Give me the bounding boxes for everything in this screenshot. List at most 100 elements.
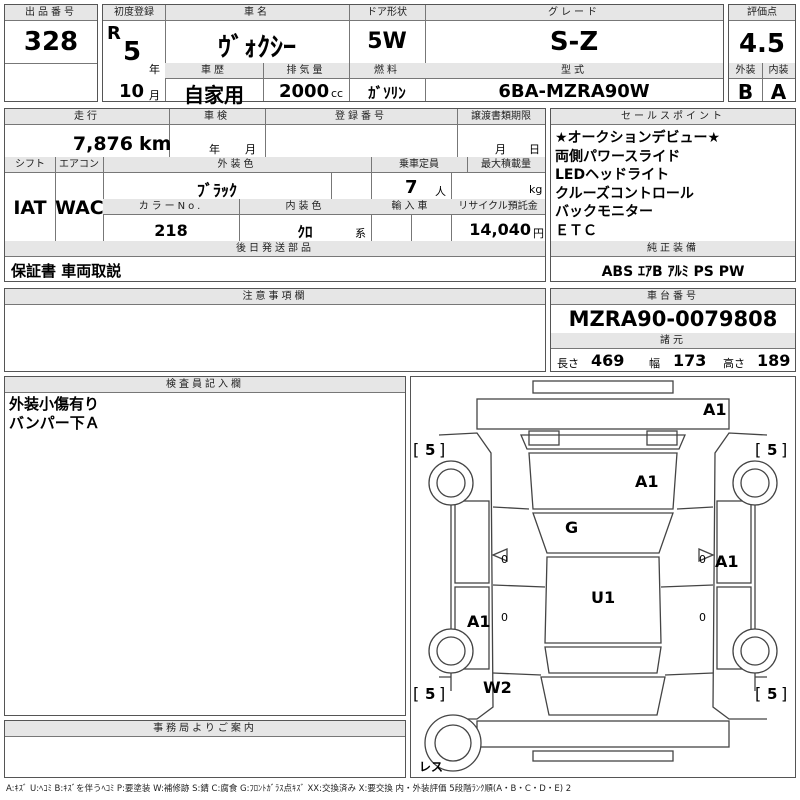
inspection-year-unit: 年 — [209, 143, 220, 156]
svg-text:]: ] — [781, 440, 787, 459]
displacement-unit: cc — [331, 87, 344, 100]
recycle-label: リサイクル預託金 — [451, 199, 545, 215]
notes-label: 注意事項欄 — [5, 289, 545, 305]
sales-point: LEDヘッドライト — [555, 167, 670, 183]
office-box: 事務局よりご案内 — [4, 720, 406, 778]
svg-text:[: [ — [755, 684, 761, 703]
chassis-label: 車台番号 — [551, 289, 795, 305]
max-load-label: 最大積載量 — [467, 157, 545, 173]
inspector-label: 検査員記入欄 — [5, 377, 405, 393]
sales-points-box: セールスポイント ★オークションデビュー★ 両側パワースライド LEDヘッドライ… — [550, 108, 796, 282]
reg-no-label: 登録番号 — [265, 109, 457, 125]
recycle-unit: 円 — [533, 227, 544, 240]
year-unit: 年 — [149, 63, 160, 76]
recycle-value: 14,040 — [469, 220, 531, 239]
tire-front-right: 5 — [767, 441, 777, 459]
month-unit: 月 — [149, 89, 160, 102]
max-load-unit: kg — [529, 183, 543, 196]
svg-text:[: [ — [413, 440, 419, 459]
grade-label: グレード — [425, 5, 723, 21]
inspector-line: バンパー下Ａ — [9, 414, 100, 432]
later-value: 保証書 車両取説 — [11, 262, 122, 280]
shift-value: IAT — [13, 197, 47, 219]
era-mark: R — [107, 23, 121, 44]
length-label: 長さ — [557, 357, 579, 370]
grade-value: S-Z — [549, 27, 599, 57]
capacity-unit: 人 — [435, 185, 446, 198]
dims-label: 諸元 — [551, 333, 795, 349]
chassis-number: MZRA90-0079808 — [568, 307, 778, 331]
length-value: 469 — [591, 351, 625, 370]
color-no-value: 218 — [154, 221, 188, 240]
ext-color-value: ﾌﾞﾗｯｸ — [196, 181, 237, 200]
sales-point: クルーズコントロール — [555, 185, 694, 202]
score-label: 評価点 — [729, 5, 795, 21]
svg-text:[: [ — [413, 684, 419, 703]
int-color-unit: 系 — [355, 227, 366, 240]
inspection-label: 車検 — [169, 109, 265, 125]
lot-label: 出品番号 — [5, 5, 97, 21]
model-value: 6BA-MZRA90W — [498, 81, 650, 102]
legend-footer: A:ｷｽﾞ U:ﾍｺﾐ B:ｷｽﾞを伴うﾍｺﾐ P:要塗装 W:補修跡 S:錆 … — [6, 784, 572, 794]
doors-value: 5W — [367, 29, 407, 54]
width-label: 幅 — [649, 357, 660, 370]
model-label: 型式 — [425, 63, 723, 79]
mileage-label: 走行 — [5, 109, 169, 125]
ext-score-label: 外装 — [729, 63, 762, 79]
history-value: 自家用 — [184, 83, 244, 107]
equipment-label: 純正装備 — [551, 241, 795, 257]
displacement-value: 2000 — [279, 81, 330, 102]
mark-front: A1 — [703, 400, 727, 419]
sales-point: ＥＴＣ — [555, 222, 597, 239]
sales-points-list: ★オークションデビュー★ 両側パワースライド LEDヘッドライト クルーズコント… — [555, 129, 795, 240]
inspection-month-unit: 月 — [245, 143, 256, 156]
mark-roof: U1 — [591, 588, 615, 607]
int-color-label: 内装色 — [239, 199, 371, 215]
car-diagram: 5 5 5 5 [] [] [] [] レス 0 0 0 0 A1 A1 G A… — [413, 380, 787, 774]
mark-rear: W2 — [483, 678, 512, 697]
chassis-box: 車台番号 MZRA90-0079808 諸元 長さ 469 幅 173 高さ 1… — [550, 288, 796, 372]
first-reg-month: 10 — [119, 81, 145, 102]
door-mark: 0 — [699, 611, 706, 624]
svg-text:]: ] — [781, 684, 787, 703]
color-no-label: カラーNo. — [103, 199, 239, 215]
ext-color-label: 外装色 — [103, 157, 371, 173]
shift-label: シフト — [5, 157, 55, 173]
mark-hood: A1 — [635, 472, 659, 491]
sales-point: バックモニター — [555, 204, 653, 220]
fuel-label: 燃料 — [349, 63, 425, 79]
vehicle-info-table: 初度登録 車名 ドア形状 グレード R 5 年 ｳﾞｫｸｼｰ 5W S-Z 車歴… — [102, 4, 724, 107]
sales-point: ★オークションデビュー★ — [555, 130, 721, 146]
import-label: 輸入車 — [371, 199, 451, 215]
details-table: 走行 車検 登録番号 譲渡書類期限 7,876 km 年 月 月 日 シフト エ… — [4, 108, 546, 282]
mileage-unit: km — [139, 133, 172, 155]
mark-left-side: A1 — [467, 612, 491, 631]
car-diagram-box: 5 5 5 5 [] [] [] [] レス 0 0 0 0 A1 A1 G A… — [410, 376, 796, 778]
mark-windshield: G — [565, 518, 578, 537]
transfer-label: 譲渡書類期限 — [457, 109, 545, 125]
svg-text:]: ] — [439, 440, 445, 459]
lot-box: 出品番号 328 — [4, 4, 98, 102]
capacity-value: 7 — [405, 177, 418, 198]
ext-score: B — [737, 80, 754, 104]
int-score: A — [770, 80, 787, 104]
fuel-value: ｶﾞｿﾘﾝ — [368, 84, 406, 102]
tire-front-left: 5 — [425, 441, 435, 459]
door-mark: 0 — [501, 611, 508, 624]
door-mark: 0 — [699, 553, 706, 566]
aircon-value: WAC — [55, 197, 104, 219]
car-name: ｳﾞｫｸｼｰ — [217, 33, 296, 63]
transfer-day-unit: 日 — [529, 143, 540, 156]
int-color-value: ｸﾛ — [297, 223, 313, 241]
score-value: 4.5 — [738, 29, 786, 59]
history-label: 車歴 — [165, 63, 263, 79]
door-mark: 0 — [501, 553, 508, 566]
inspector-box: 検査員記入欄 外装小傷有り バンパー下Ａ — [4, 376, 406, 716]
aircon-label: エアコン — [55, 157, 103, 173]
spare-tire-label: レス — [419, 760, 443, 774]
mileage-value: 7,876 — [72, 133, 133, 155]
sales-point: 両側パワースライド — [555, 148, 681, 165]
svg-text:[: [ — [755, 440, 761, 459]
doors-label: ドア形状 — [349, 5, 425, 21]
car-name-label: 車名 — [165, 5, 349, 21]
